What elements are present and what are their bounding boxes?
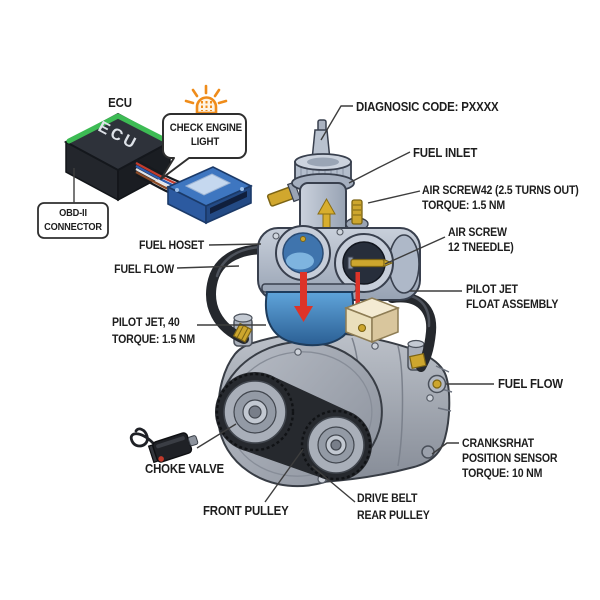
leader-air-screw-42 <box>367 190 421 204</box>
leader-front-pulley <box>264 448 304 503</box>
leader-choke-valve <box>196 423 237 449</box>
pilot-jet-float-label: PILOT JET FLOAT ASSEMBLY <box>466 282 559 311</box>
check-engine-bubble <box>160 113 247 180</box>
air-screw-needle-label: AIR SCREW 12 TNEEDLE) <box>448 225 514 254</box>
front-pulley <box>223 380 287 444</box>
fuel-inlet-spigot <box>266 181 302 207</box>
fuel-flow-fitting <box>427 374 447 394</box>
fuel-flow-right-label: FUEL FLOW <box>498 376 563 391</box>
obd-connector-illustration <box>166 166 253 225</box>
leader-drive-belt <box>311 465 356 503</box>
jet-needle <box>347 256 394 270</box>
fuel-hose-right <box>387 292 437 372</box>
ecu-green-stripe <box>66 113 170 144</box>
check-engine-light-label: CHECK ENGINE LIGHT <box>169 122 242 148</box>
fuel-hose-label: FUEL HOSET <box>139 238 204 252</box>
flow-indicator-line <box>355 272 360 312</box>
rear-pulley <box>307 416 365 474</box>
drive-belt-label: DRIVE BELT REAR PULLEY <box>357 491 430 522</box>
air-flow-arrow <box>317 197 336 231</box>
choke-valve-icon <box>129 427 199 464</box>
venturi-left <box>275 225 331 281</box>
pilot-jet-left-label: PILOT JET, 40 TORQUE: 1.5 NM <box>112 315 196 346</box>
air-screw-42-label: AIR SCREW42 (2.5 TURNS OUT) TORQUE: 1.5 … <box>422 183 579 212</box>
leader-crank-sensor <box>431 442 459 455</box>
leader-fuel-hose <box>208 243 262 246</box>
float-assembly-box <box>343 297 401 344</box>
ecu-caption: ECU <box>108 95 132 110</box>
leader-air-screw-needle <box>384 236 446 265</box>
leader-fuel-inlet <box>348 151 411 184</box>
air-screw <box>345 199 369 231</box>
ecu-module: ECU <box>63 112 173 202</box>
leader-fuel-flow-left <box>176 265 240 269</box>
venturi-right <box>334 233 394 293</box>
crank-sensor-label: CRANKSRHAT POSITION SENSOR TORQUE: 10 NM <box>462 436 558 480</box>
obd-connector-label: OBD-II CONNECTOR <box>44 207 102 233</box>
leader-lines <box>73 105 494 503</box>
fuel-flow-arrow <box>294 272 313 322</box>
choke-valve-label: CHOKE VALVE <box>145 461 225 476</box>
diagnostic-code-label: DIAGNOSIC CODE: PXXXX <box>356 99 499 114</box>
obd-label-box <box>37 202 109 239</box>
leader-diagnostic-code <box>320 105 353 141</box>
crank-position-sensor <box>421 445 435 459</box>
carburetor <box>257 119 421 347</box>
fuel-flow-left-label: FUEL FLOW <box>114 262 174 276</box>
front-pulley-label: FRONT PULLEY <box>203 503 289 518</box>
fuel-inlet-label: FUEL INLET <box>413 145 478 160</box>
